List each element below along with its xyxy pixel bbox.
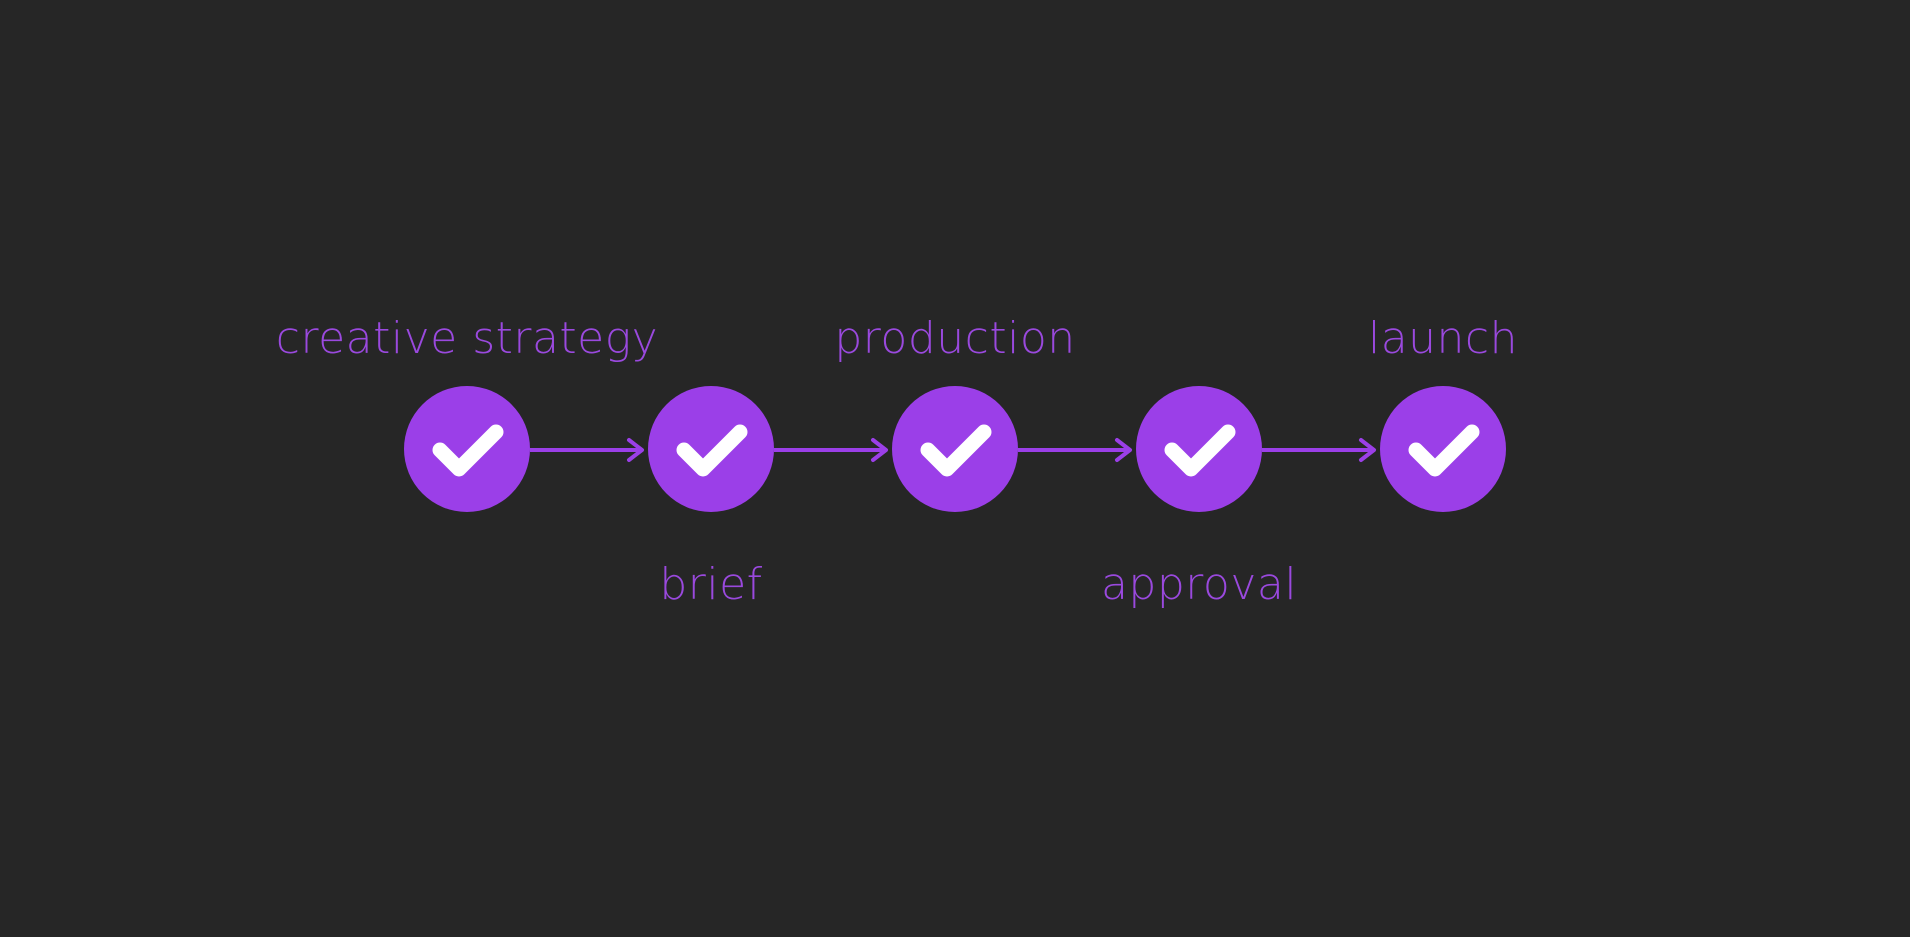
- step-node-production: [892, 386, 1018, 512]
- arrow-right-icon: [530, 438, 644, 462]
- arrow-right-icon: [774, 438, 888, 462]
- connector-arrow-1: [530, 432, 648, 468]
- check-icon: [1164, 424, 1236, 477]
- arrow-right-icon: [1262, 438, 1376, 462]
- connector-arrow-4: [1262, 432, 1380, 468]
- connector-arrow-2: [774, 432, 892, 468]
- step-label-brief: brief: [659, 559, 763, 610]
- check-icon: [432, 424, 504, 477]
- step-node-launch: [1380, 386, 1506, 512]
- step-node-brief: [648, 386, 774, 512]
- check-icon: [920, 424, 992, 477]
- step-node-approval: [1136, 386, 1262, 512]
- arrow-right-icon: [1018, 438, 1132, 462]
- check-icon: [676, 424, 748, 477]
- step-label-production: production: [834, 313, 1076, 364]
- step-label-approval: approval: [1100, 559, 1298, 610]
- connector-arrow-3: [1018, 432, 1136, 468]
- step-label-launch: launch: [1367, 313, 1519, 364]
- step-label-creative-strategy: creative strategy: [275, 313, 659, 364]
- step-node-creative-strategy: [404, 386, 530, 512]
- check-icon: [1408, 424, 1480, 477]
